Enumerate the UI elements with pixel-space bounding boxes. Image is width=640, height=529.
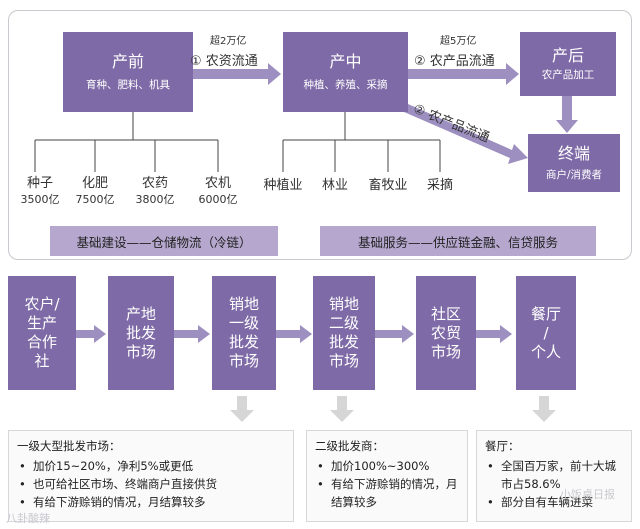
stage-mid-box: 产中 种植、养殖、采摘	[283, 32, 408, 112]
note-title: 餐厅：	[485, 439, 520, 453]
stage-pre-title: 产前	[111, 52, 144, 71]
watermark-left: 八卦酸辣	[6, 512, 50, 525]
note-item: 也可给社区市场、终端商户直接供货	[17, 475, 285, 493]
value-chain-frame	[8, 10, 632, 260]
down-arrow-3	[532, 396, 556, 422]
infrastructure-bar: 基础建设——仓储物流（冷链）	[50, 226, 278, 256]
mid-item: 种植业	[263, 178, 303, 193]
stage-end-sub: 商户/消费者	[545, 169, 603, 181]
pre-item-name: 农药	[141, 176, 168, 191]
note-item: 加价15~20%，净利5%或更低	[17, 457, 285, 475]
note-item: 部分自有车辆进菜	[485, 493, 623, 511]
stage-mid-sub: 种植、养殖、采摘	[303, 79, 388, 91]
arrow-mid-to-post	[408, 63, 519, 85]
note-restaurant: 餐厅： 全国百万家，前十大城市占58.6% 部分自有车辆进菜	[476, 430, 632, 522]
chain-arrow-4	[375, 325, 414, 343]
pre-item-value: 3500亿	[20, 193, 60, 206]
note-title: 二级批发商：	[315, 439, 384, 453]
chain-box-primary-wholesale: 销地 一级 批发 市场	[212, 276, 276, 390]
note-primary-wholesale: 一级大型批发市场： 加价15~20%，净利5%或更低 也可给社区市场、终端商户直…	[8, 430, 294, 522]
stage-pre-sub: 育种、肥料、机具	[86, 79, 170, 91]
flow1-amount: 超2万亿	[210, 36, 247, 47]
chain-box-label: 销地 二级 批发 市场	[328, 295, 359, 370]
chain-box-label: 销地 一级 批发 市场	[228, 295, 259, 370]
down-arrow-2	[330, 396, 354, 422]
arrow-pre-to-mid	[193, 63, 281, 85]
chain-box-community-market: 社区 农贸 市场	[416, 276, 476, 390]
pre-item-value: 3800亿	[135, 193, 175, 206]
flow2-amount: 超5万亿	[440, 36, 477, 47]
note-secondary-wholesale: 二级批发商： 加价100%~300% 有给下游赊销的情况，月结算较多	[306, 430, 468, 522]
note-item: 全国百万家，前十大城市占58.6%	[485, 457, 623, 493]
watermark-right: 小饭桌日报	[560, 488, 615, 501]
chain-box-label: 产地 批发 市场	[125, 304, 156, 361]
chain-box-label: 社区 农贸 市场	[430, 304, 461, 361]
note-item: 加价100%~300%	[315, 457, 459, 475]
note-item: 有给下游赊销的情况，月结算较多	[17, 493, 285, 511]
chain-box-origin-wholesale: 产地 批发 市场	[108, 276, 174, 390]
arrow-post-to-end	[556, 96, 578, 133]
chain-arrow-1	[76, 325, 106, 343]
chain-box-label: 餐厅 / 个人	[530, 304, 561, 361]
mid-item: 林业	[321, 178, 348, 193]
pre-item-name: 种子	[26, 176, 53, 191]
mid-item: 畜牧业	[368, 178, 408, 193]
chain-box-secondary-wholesale: 销地 二级 批发 市场	[313, 276, 375, 390]
pre-item-value: 6000亿	[198, 193, 238, 206]
flow1-label: ① 农资流通	[190, 54, 258, 69]
chain-arrow-5	[476, 325, 512, 343]
note-item: 有给下游赊销的情况，月结算较多	[315, 475, 459, 511]
mid-item: 采摘	[426, 178, 453, 193]
flow2-label: ② 农产品流通	[414, 54, 495, 69]
down-arrow-1	[230, 396, 254, 422]
note-title: 一级大型批发市场：	[17, 439, 121, 453]
stage-end-box: 终端 商户/消费者	[528, 134, 620, 192]
stage-end-title: 终端	[557, 144, 590, 163]
stage-post-box: 产后 农产品加工	[520, 32, 616, 96]
chain-box-label: 农户/ 生产 合作 社	[24, 295, 60, 370]
pre-item-value: 7500亿	[75, 193, 115, 206]
chain-box-farmers: 农户/ 生产 合作 社	[8, 276, 76, 390]
stage-post-sub: 农产品加工	[541, 69, 595, 81]
chain-arrow-2	[174, 325, 210, 343]
chain-arrow-3	[276, 325, 312, 343]
pre-item-name: 农机	[204, 176, 231, 191]
chain-box-restaurant: 餐厅 / 个人	[516, 276, 576, 390]
arrow-mid-to-end	[404, 104, 528, 164]
stage-pre-box: 产前 育种、肥料、机具	[63, 32, 193, 112]
services-bar: 基础服务——供应链金融、信贷服务	[320, 226, 596, 256]
pre-item-name: 化肥	[81, 176, 108, 191]
stage-post-title: 产后	[551, 46, 584, 65]
stage-mid-title: 产中	[329, 52, 362, 71]
